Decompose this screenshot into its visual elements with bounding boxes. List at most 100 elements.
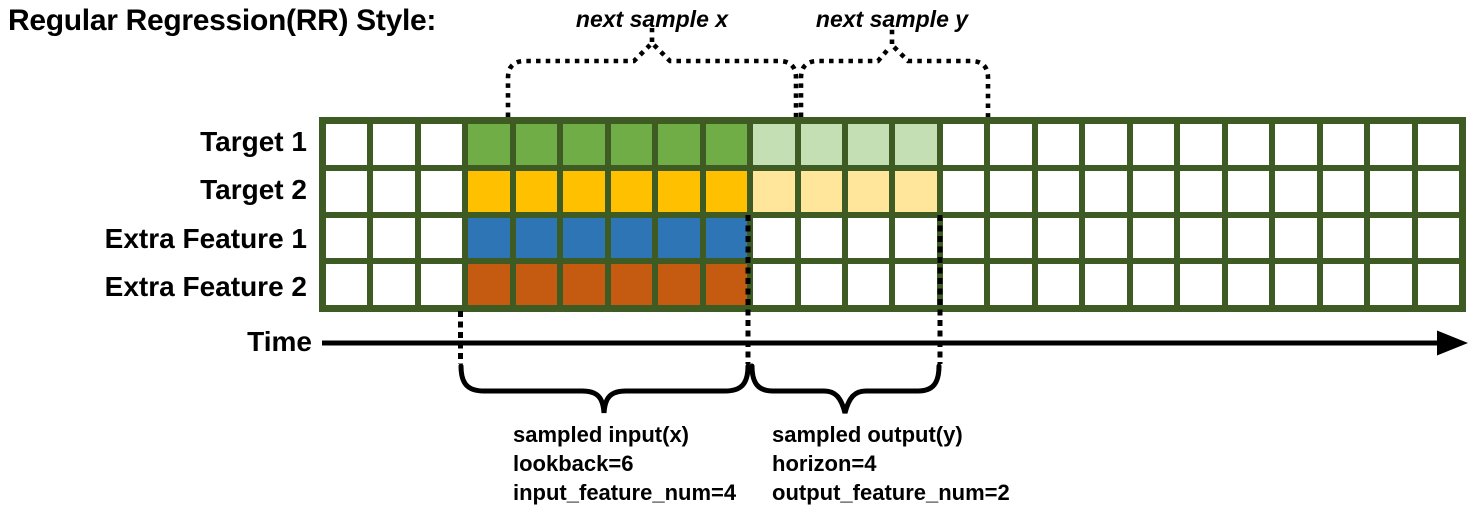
grid-cell (515, 124, 558, 165)
grid-cell (990, 170, 1032, 212)
grid-cell (1227, 170, 1270, 212)
grid-cell (990, 217, 1032, 259)
time-axis-arrowhead (1437, 330, 1468, 356)
grid-cell (1417, 264, 1459, 305)
grid-cell (705, 124, 748, 165)
grid-cell (705, 217, 748, 259)
sampled-input-caption: sampled input(x) lookback=6 input_featur… (513, 420, 736, 507)
grid-cell (1132, 217, 1175, 259)
next-sample-x-label: next sample x (575, 6, 729, 32)
grid-cell (1275, 124, 1317, 165)
lookback-line: lookback=6 (513, 451, 634, 476)
grid-cell (563, 264, 605, 305)
grid-cell (800, 170, 843, 212)
sampled-output-line: sampled output(y) (772, 422, 963, 447)
grid-cell (848, 264, 890, 305)
time-axis-label: Time (247, 326, 312, 357)
grid-cell (942, 124, 985, 165)
grid-cell (1417, 217, 1459, 259)
row-label-target-1: Target 1 (200, 126, 307, 157)
sampled-input-brace (458, 363, 751, 414)
grid-cell (1227, 124, 1270, 165)
grid-cell (1085, 217, 1127, 259)
grid-cell (1180, 124, 1222, 165)
horizon-line: horizon=4 (772, 451, 877, 476)
grid-cell (990, 124, 1032, 165)
grid-cell (1132, 264, 1175, 305)
grid-cell (1037, 170, 1080, 212)
row-label-extra-feature-2: Extra Feature 2 (104, 271, 307, 302)
sampled-output-caption: sampled output(y) horizon=4 output_featu… (772, 420, 1010, 507)
grid-cell (942, 217, 985, 259)
grid-cell (326, 264, 368, 305)
grid-cell (468, 217, 510, 259)
grid-cell (658, 170, 700, 212)
grid-cell (563, 124, 605, 165)
grid-cell (800, 124, 843, 165)
grid-cell (1085, 170, 1127, 212)
grid-cell (753, 170, 795, 212)
grid-cell (1227, 264, 1270, 305)
grid-cell (848, 124, 890, 165)
grid-cell (563, 170, 605, 212)
grid-cell (1322, 170, 1365, 212)
grid-cell (1180, 264, 1222, 305)
grid-cell (1180, 217, 1222, 259)
next-sample-x-brace (505, 28, 799, 117)
grid-cell (610, 217, 653, 259)
grid-cell (1085, 264, 1127, 305)
grid-cell (1132, 170, 1175, 212)
grid-cell (515, 217, 558, 259)
grid-cell (1037, 264, 1080, 305)
grid-cell (468, 170, 510, 212)
row-label-target-2: Target 2 (200, 174, 307, 205)
grid-cell (1275, 170, 1317, 212)
grid-cell (1180, 170, 1222, 212)
sample-grid (319, 117, 1466, 312)
grid-cell (515, 264, 558, 305)
grid-cell (373, 264, 415, 305)
grid-cell (705, 170, 748, 212)
grid-cell (1370, 124, 1412, 165)
sampled-input-line: sampled input(x) (513, 422, 690, 447)
row-label-extra-feature-1: Extra Feature 1 (104, 223, 307, 254)
grid-cell (1275, 217, 1317, 259)
grid-cell (848, 217, 890, 259)
grid-cell (658, 217, 700, 259)
grid-cell (895, 170, 937, 212)
grid-cell (1132, 124, 1175, 165)
grid-cell (420, 170, 463, 212)
grid-cell (420, 124, 463, 165)
grid-cell (658, 124, 700, 165)
grid-cell (1417, 170, 1459, 212)
grid-cell (942, 264, 985, 305)
grid-cell (753, 217, 795, 259)
grid-cell (1322, 124, 1365, 165)
grid-cell (610, 264, 653, 305)
grid-cell (1322, 264, 1365, 305)
grid-cell (610, 170, 653, 212)
grid-cell (468, 264, 510, 305)
grid-cell (326, 217, 368, 259)
grid-cell (515, 170, 558, 212)
next-sample-y-brace (798, 29, 991, 117)
sampled-output-brace (749, 363, 942, 414)
grid-cell (895, 124, 937, 165)
grid-cell (1227, 217, 1270, 259)
grid-cell (1037, 124, 1080, 165)
grid-cell (1370, 264, 1412, 305)
grid-cell (942, 170, 985, 212)
grid-cell (1275, 264, 1317, 305)
grid-cell (1037, 217, 1080, 259)
grid-cell (800, 264, 843, 305)
grid-cell (420, 264, 463, 305)
grid-cell (420, 217, 463, 259)
grid-cell (1370, 170, 1412, 212)
grid-cell (563, 217, 605, 259)
next-sample-y-label: next sample y (815, 6, 969, 32)
grid-cell (753, 124, 795, 165)
grid-cell (468, 124, 510, 165)
grid-cell (1417, 124, 1459, 165)
grid-cell (326, 124, 368, 165)
